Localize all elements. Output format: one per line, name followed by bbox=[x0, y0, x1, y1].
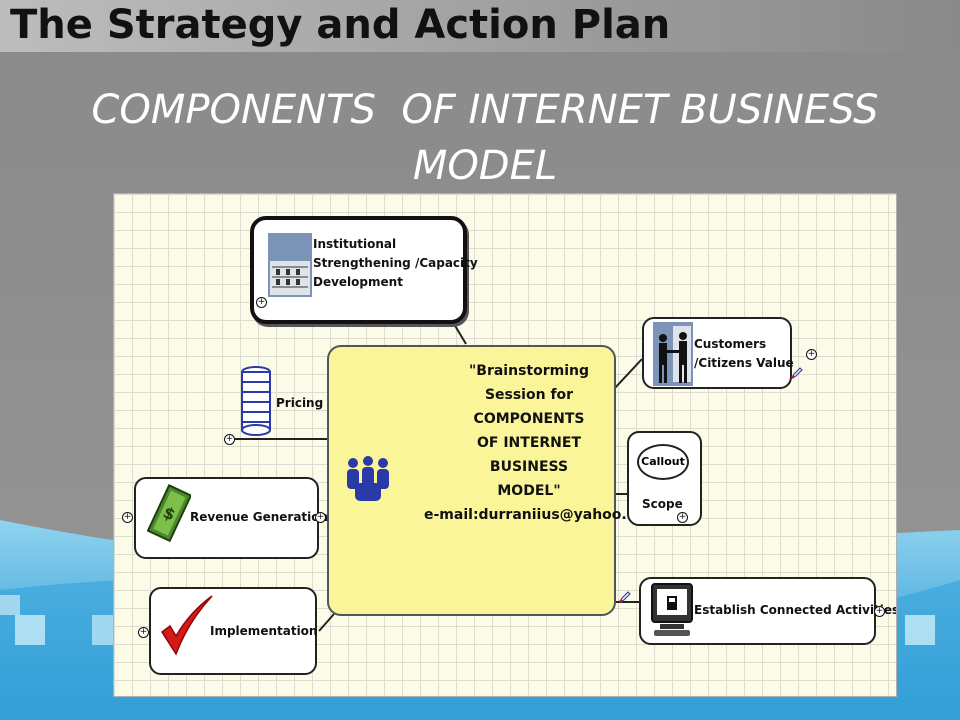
center-line-4: OF INTERNET bbox=[477, 435, 581, 451]
expand-icon[interactable]: + bbox=[315, 512, 326, 523]
institutional-line-3: Development bbox=[313, 275, 403, 289]
institutional-line-1: Institutional bbox=[313, 237, 397, 251]
coin-stack-icon bbox=[241, 366, 271, 436]
pencil-icon bbox=[790, 367, 803, 380]
customers-line-2: /Citizens Value bbox=[694, 356, 794, 370]
connector-lines bbox=[229, 323, 643, 632]
institutional-label: Institutional Strengthening /Capacity De… bbox=[313, 235, 478, 292]
scope-label: Scope bbox=[642, 497, 683, 511]
institutional-line-2: Strengthening /Capacity bbox=[313, 256, 478, 270]
expand-icon[interactable]: + bbox=[806, 349, 817, 360]
center-line-1: "Brainstorming bbox=[468, 363, 589, 379]
center-line-6: MODEL" bbox=[497, 483, 561, 499]
customers-label: Customers /Citizens Value bbox=[694, 335, 794, 373]
expand-icon[interactable]: + bbox=[256, 297, 267, 308]
subtitle-line-2: MODEL bbox=[412, 143, 558, 189]
center-line-2: Session for bbox=[484, 387, 574, 403]
building-icon bbox=[268, 233, 312, 297]
callout-text: Callout bbox=[641, 455, 685, 468]
money-icon: $ bbox=[147, 484, 191, 543]
center-text: "Brainstorming Session for COMPONENTS OF… bbox=[424, 359, 660, 527]
title-bar bbox=[0, 0, 960, 52]
slide-title: The Strategy and Action Plan bbox=[10, 2, 671, 48]
center-line-3: COMPONENTS bbox=[473, 411, 585, 427]
establish-label: Establish Connected Activities bbox=[694, 603, 897, 617]
checkmark-icon bbox=[160, 595, 213, 656]
people-group-icon bbox=[347, 456, 389, 501]
slide-subtitle: COMPONENTS OF INTERNET BUSINESS MODEL bbox=[40, 82, 930, 194]
expand-icon[interactable]: + bbox=[122, 512, 133, 523]
mind-map-diagram: Institutional Strengthening /Capacity De… bbox=[113, 193, 897, 697]
center-email: e-mail:durraniius@yahoo.com bbox=[424, 507, 660, 523]
implementation-label: Implementation bbox=[210, 624, 318, 638]
expand-icon[interactable]: + bbox=[874, 606, 885, 617]
expand-icon[interactable]: + bbox=[224, 434, 235, 445]
callout-bubble: Callout bbox=[637, 444, 689, 480]
center-line-5: BUSINESS bbox=[489, 459, 569, 475]
implementation-node[interactable] bbox=[149, 587, 317, 675]
handshake-icon bbox=[653, 322, 693, 386]
center-node[interactable]: "Brainstorming Session for COMPONENTS OF… bbox=[327, 345, 659, 616]
customers-line-1: Customers bbox=[694, 337, 767, 351]
expand-icon[interactable]: + bbox=[677, 512, 688, 523]
pricing-label: Pricing bbox=[276, 396, 324, 410]
computer-icon bbox=[651, 583, 693, 636]
revenue-label: Revenue Generation bbox=[190, 510, 329, 524]
subtitle-line-1: COMPONENTS OF INTERNET BUSINESS bbox=[91, 87, 879, 133]
pencil-icon bbox=[618, 591, 631, 604]
expand-icon[interactable]: + bbox=[138, 627, 149, 638]
